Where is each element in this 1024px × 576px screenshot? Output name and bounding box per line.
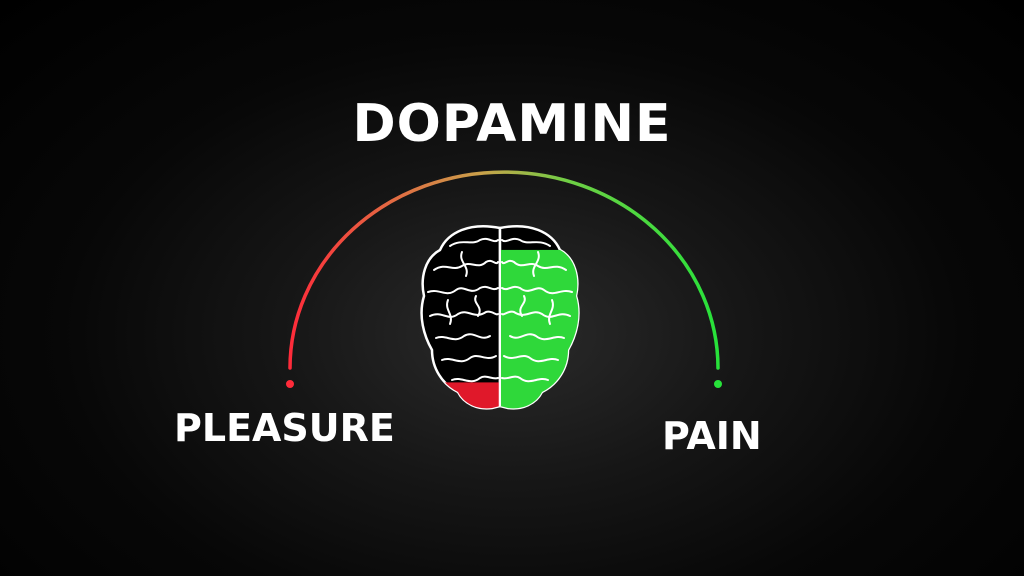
dopamine-title: DOPAMINE: [352, 94, 672, 154]
brain-left-hemisphere: [420, 225, 502, 410]
gauge-arc: [288, 170, 720, 370]
pain-end-dot: [714, 380, 722, 388]
brain-icon: [420, 225, 580, 410]
brain-right-hemisphere: [498, 225, 580, 410]
pleasure-label: PLEASURE: [174, 406, 395, 450]
pain-green-fill: [500, 249, 579, 409]
pleasure-end-dot: [286, 380, 294, 388]
pain-label: PAIN: [662, 414, 762, 458]
